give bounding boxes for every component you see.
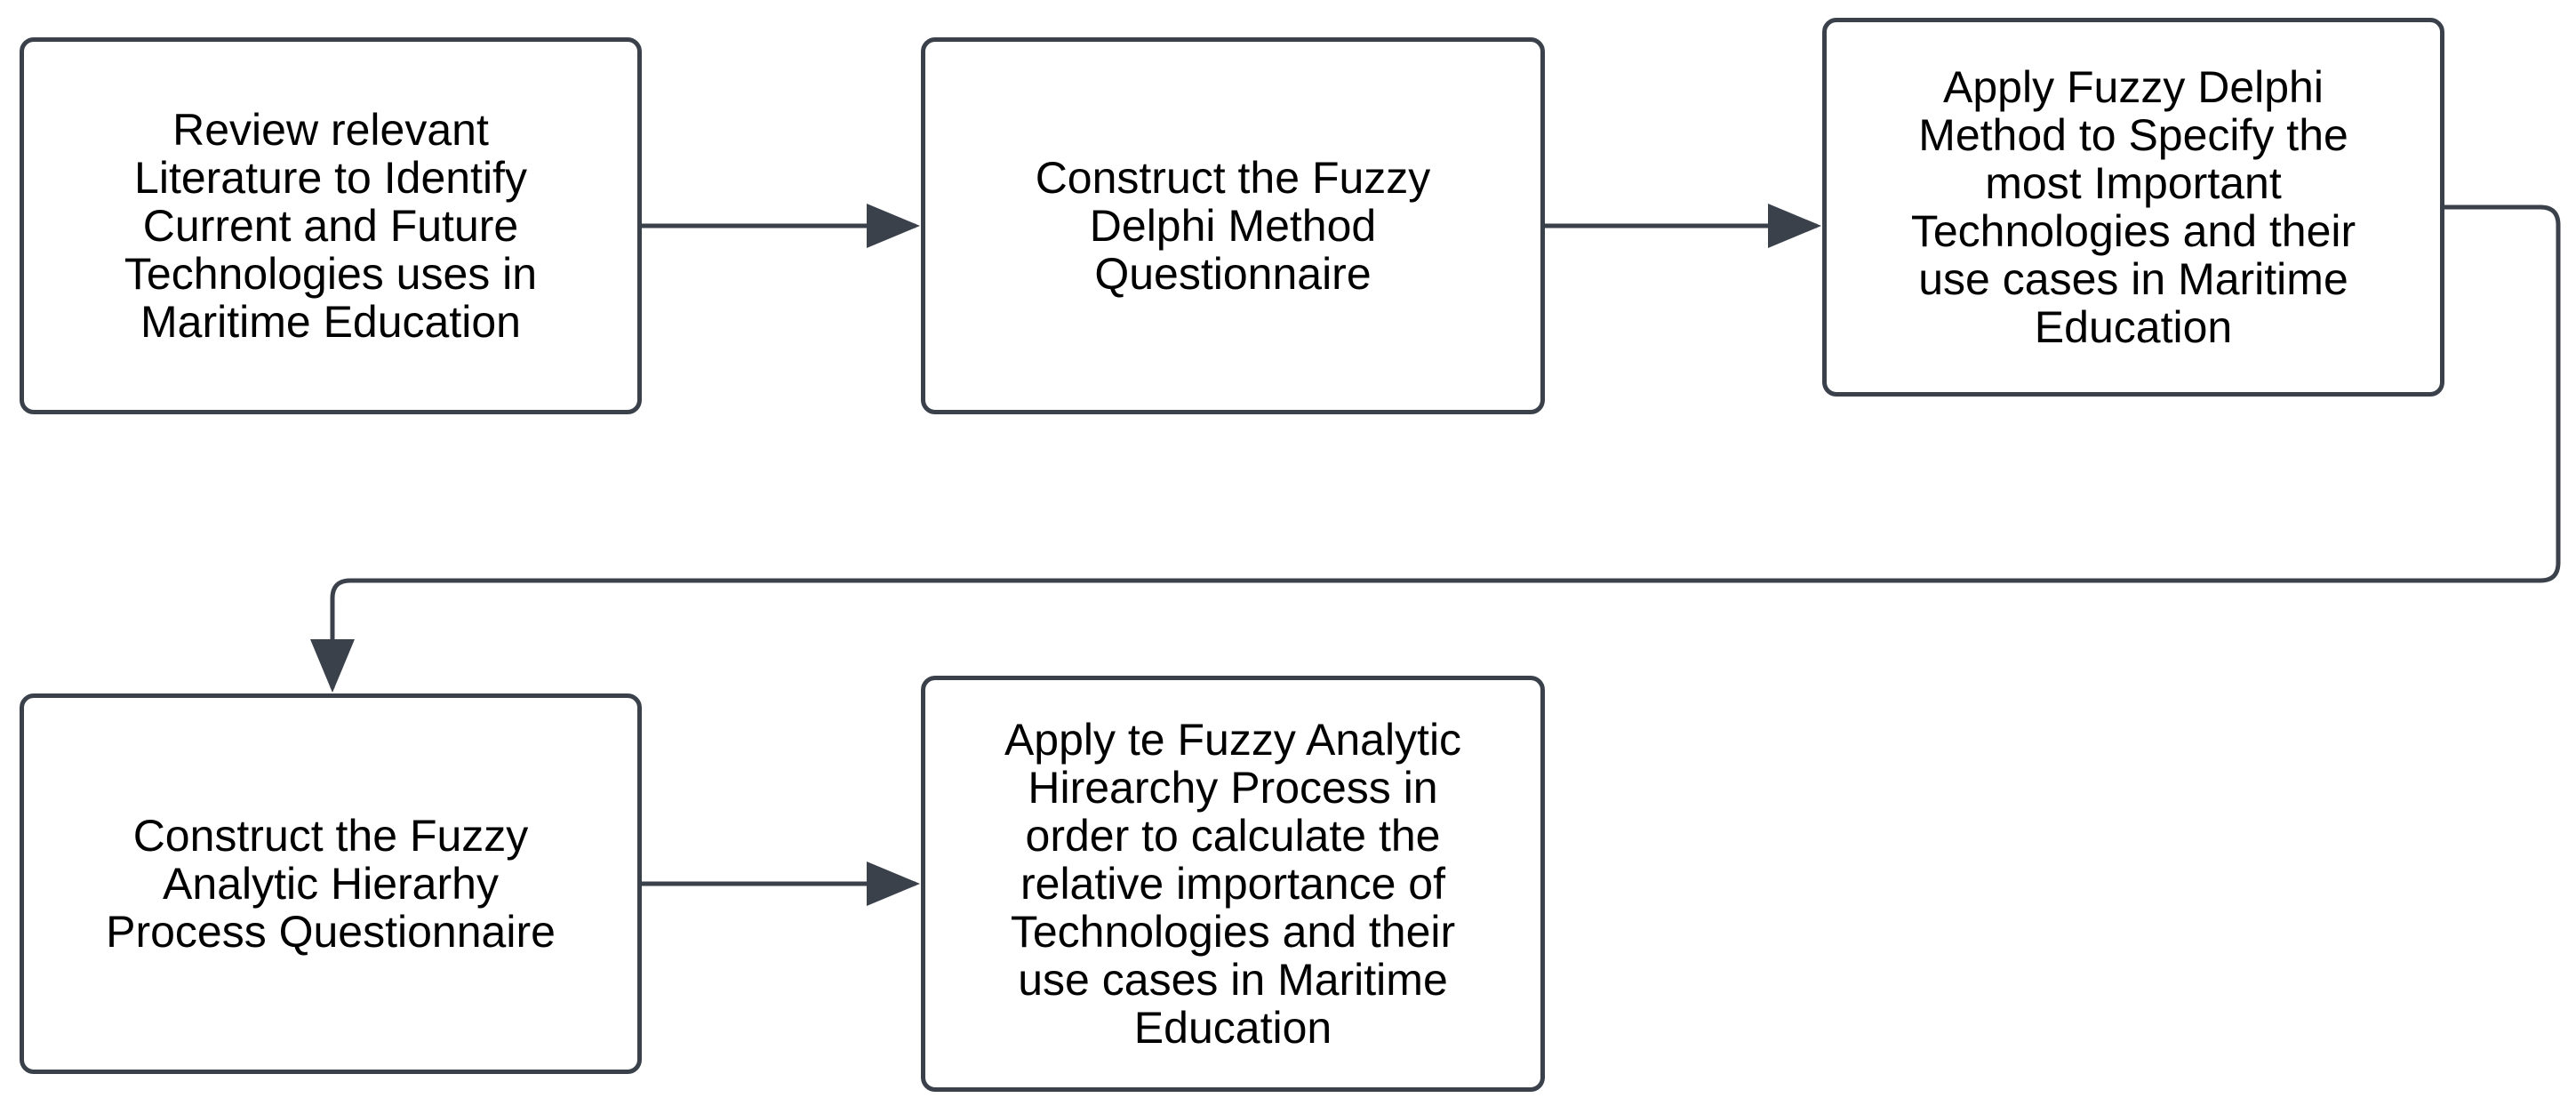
arrow-apply-fdm-to-construct-fahp bbox=[310, 204, 2561, 693]
step-apply-fahp-label: Apply te Fuzzy Analytic Hirearchy Proces… bbox=[1004, 715, 1462, 1053]
step-review-literature-label: Review relevant Literature to Identify C… bbox=[124, 105, 538, 347]
step-apply-fahp-box: Apply te Fuzzy Analytic Hirearchy Proces… bbox=[921, 676, 1545, 1092]
step-apply-fdm-box: Apply Fuzzy Delphi Method to Specify the… bbox=[1822, 18, 2444, 397]
step-construct-fahp-questionnaire-box: Construct the Fuzzy Analytic Hierarhy Pr… bbox=[20, 693, 642, 1074]
step-construct-fdm-questionnaire-box: Construct the Fuzzy Delphi Method Questi… bbox=[921, 37, 1545, 414]
step-construct-fdm-questionnaire-label: Construct the Fuzzy Delphi Method Questi… bbox=[1035, 153, 1431, 299]
step-construct-fahp-questionnaire-label: Construct the Fuzzy Analytic Hierarhy Pr… bbox=[106, 811, 556, 957]
edges-layer bbox=[310, 204, 2561, 906]
step-apply-fdm-label: Apply Fuzzy Delphi Method to Specify the… bbox=[1910, 62, 2356, 352]
step-review-literature-box: Review relevant Literature to Identify C… bbox=[20, 37, 642, 414]
